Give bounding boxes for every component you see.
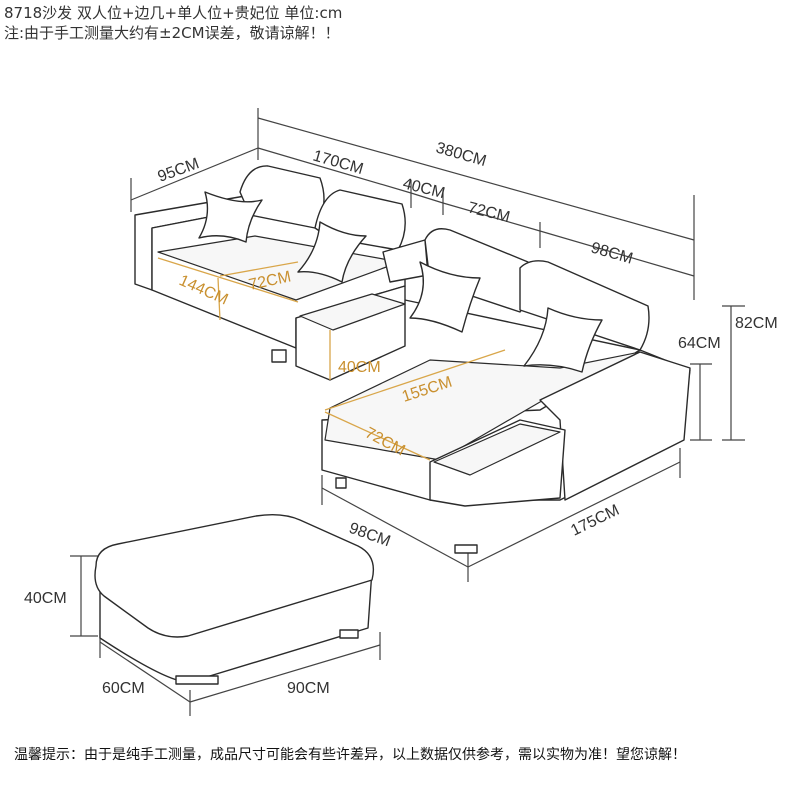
chaise-back-cushion-2: [519, 260, 650, 351]
label-ottoman-depth: 60CM: [102, 680, 145, 697]
label-ottoman-height: 40CM: [24, 590, 67, 607]
pillow-2: [297, 221, 367, 283]
label-total-width: 380CM: [434, 140, 488, 171]
pillow-3: [409, 261, 481, 333]
label-chaise-depth: 98CM: [589, 240, 635, 268]
pillow-1: [198, 191, 263, 243]
label-seat-height: 64CM: [678, 335, 721, 352]
measurement-note: 注:由于手工测量大约有±2CM误差，敬请谅解！！: [4, 24, 340, 42]
ottoman-foot-2: [339, 629, 359, 639]
orange-measure-lines: [157, 257, 506, 461]
foot-1: [271, 349, 287, 363]
label-side-table: 40CM: [401, 175, 447, 202]
label-table-height: 40CM: [338, 359, 381, 376]
side-table-top: [299, 293, 406, 331]
label-single-seat: 72CM: [466, 199, 512, 226]
footer-note: 温馨提示：由于是纯手工测量，成品尺寸可能会有些许差异，以上数据仅供参考，需以实物…: [14, 747, 686, 763]
pillow-4: [523, 307, 603, 373]
ottoman-foot: [175, 675, 219, 685]
foot-3: [454, 544, 478, 554]
right-arm: [539, 351, 691, 501]
label-ottoman-width: 90CM: [287, 680, 330, 697]
ottoman-top: [94, 513, 375, 638]
label-bottom-175: 175CM: [568, 502, 622, 540]
sofa-illustration: [134, 165, 691, 554]
title-line: 8718沙发 双人位+边几+单人位+贵妃位 单位:cm: [4, 4, 343, 22]
chaise-box-top: [433, 423, 561, 476]
dimension-lines: [70, 108, 745, 716]
foot-2: [335, 477, 347, 489]
label-height: 82CM: [735, 315, 778, 332]
ottoman-illustration: [94, 513, 375, 685]
label-double-seat: 170CM: [311, 148, 365, 179]
